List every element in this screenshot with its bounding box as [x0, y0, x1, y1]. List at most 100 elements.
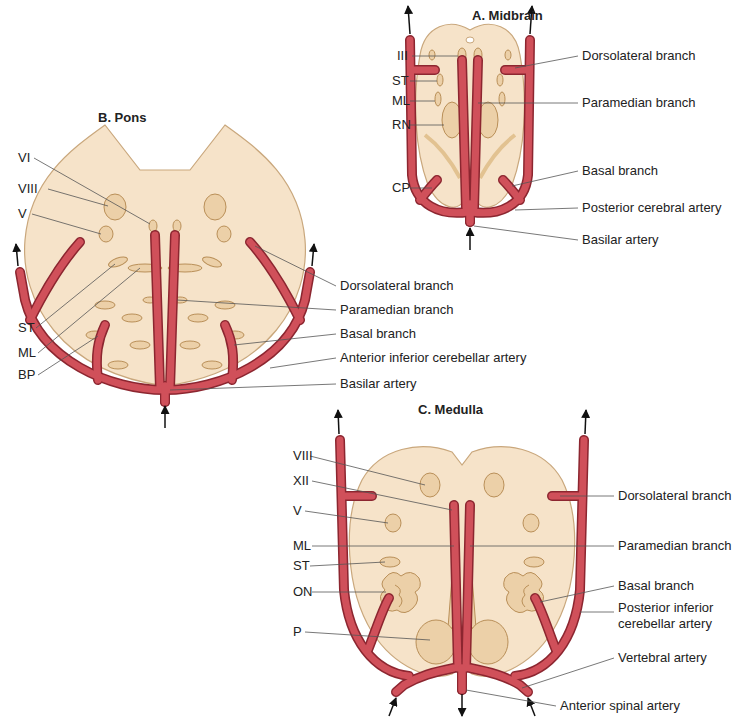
flow-arrow: [16, 6, 586, 716]
structure-label: V: [293, 503, 302, 519]
structure-label: ML: [293, 538, 311, 554]
structure-label: Paramedian branch: [582, 95, 695, 111]
midbrain-section: [429, 50, 435, 60]
structure-label: Anterior inferior cerebellar artery: [340, 350, 526, 366]
leader-line: [312, 481, 452, 510]
leader-line: [478, 103, 578, 104]
leader-line: [312, 546, 454, 547]
structure-label: Posterior cerebral artery: [582, 200, 721, 216]
structure-label: ST: [392, 73, 409, 89]
structure-label: Dorsolateral branch: [618, 488, 731, 504]
artery: [20, 235, 165, 402]
midbrain-section: [425, 135, 460, 178]
structure-label: Posterior inferior cerebellar artery: [618, 600, 748, 632]
structure-label: Vertebral artery: [618, 650, 707, 666]
leader-line: [34, 158, 150, 224]
structure-label: CP: [392, 180, 410, 196]
flow-arrow: [585, 410, 586, 434]
structure-label: Paramedian branch: [340, 302, 453, 318]
artery: [340, 440, 462, 692]
leader-line: [177, 300, 336, 310]
structure-label: XII: [293, 473, 309, 489]
pons-section: [108, 361, 128, 369]
pons-section: [95, 301, 115, 309]
leader-line: [32, 56, 614, 706]
structure-label: BP: [18, 367, 35, 383]
leader-line: [255, 246, 336, 286]
leader-line: [48, 189, 108, 206]
leader-line: [470, 546, 614, 547]
structure-label: VIII: [293, 448, 313, 464]
flow-arrow: [408, 6, 410, 34]
leader-line: [310, 562, 385, 566]
leader-line: [234, 334, 336, 345]
structure-label: VI: [18, 150, 30, 166]
leader-line: [515, 208, 578, 210]
artery: [20, 235, 165, 402]
flow-arrow: [16, 244, 18, 266]
structure-label: Anterior spinal artery: [560, 698, 680, 714]
artery: [470, 40, 530, 222]
leader-line: [412, 56, 458, 57]
artery: [165, 235, 310, 402]
leader-line: [580, 612, 614, 613]
artery: [462, 440, 584, 692]
leader-line: [522, 658, 614, 688]
structure-label: P: [293, 624, 302, 640]
leader-line: [305, 632, 430, 640]
structure-label: ON: [293, 584, 313, 600]
leader-line: [540, 586, 614, 602]
pons-section: [104, 194, 126, 220]
artery: [165, 235, 310, 402]
medulla-section: [395, 585, 402, 607]
structure-label: ST: [18, 320, 35, 336]
leader-line: [466, 690, 556, 706]
leader-line: [38, 268, 140, 353]
structure-label: ML: [392, 93, 410, 109]
medulla-section: [420, 473, 440, 497]
leader-line: [312, 592, 386, 593]
panel-title: C. Medulla: [418, 402, 483, 418]
structure-label: ML: [18, 345, 36, 361]
leader-line: [560, 496, 614, 497]
structure-label: RN: [392, 117, 411, 133]
artery: [20, 40, 584, 692]
pons-section: [99, 226, 113, 242]
leader-line: [32, 214, 101, 234]
artery: [340, 440, 462, 692]
pons-section: [107, 255, 129, 269]
leader-line: [512, 171, 578, 186]
flow-arrow: [469, 228, 471, 250]
leader-line: [38, 336, 98, 375]
structure-label: Basilar artery: [340, 376, 417, 392]
structure-label: V: [18, 206, 27, 222]
artery: [410, 40, 470, 222]
leader-line: [36, 264, 115, 328]
structure-label: Basal branch: [340, 326, 416, 342]
leader-line: [170, 384, 336, 390]
leader-line: [305, 511, 388, 523]
leader-line: [474, 226, 578, 240]
structure-label: ST: [293, 558, 310, 574]
flow-arrow: [338, 410, 339, 434]
midbrain-section: [466, 37, 474, 43]
flow-arrow: [461, 694, 463, 716]
leader-line: [410, 125, 444, 126]
leader-line: [270, 358, 336, 368]
pons-section: [122, 314, 142, 322]
artery: [470, 40, 530, 222]
structure-label: Dorsolateral branch: [340, 278, 453, 294]
structure-label: Basilar artery: [582, 232, 659, 248]
flow-arrow: [389, 698, 396, 716]
leader-line: [515, 56, 578, 68]
flow-arrow: [164, 406, 166, 428]
artery: [462, 440, 584, 692]
medulla-section: [464, 473, 544, 664]
leader-line: [410, 81, 437, 82]
midbrain-section: [435, 92, 441, 106]
artery: [410, 40, 470, 222]
medulla-section: [416, 620, 456, 664]
flow-arrow: [312, 244, 314, 266]
